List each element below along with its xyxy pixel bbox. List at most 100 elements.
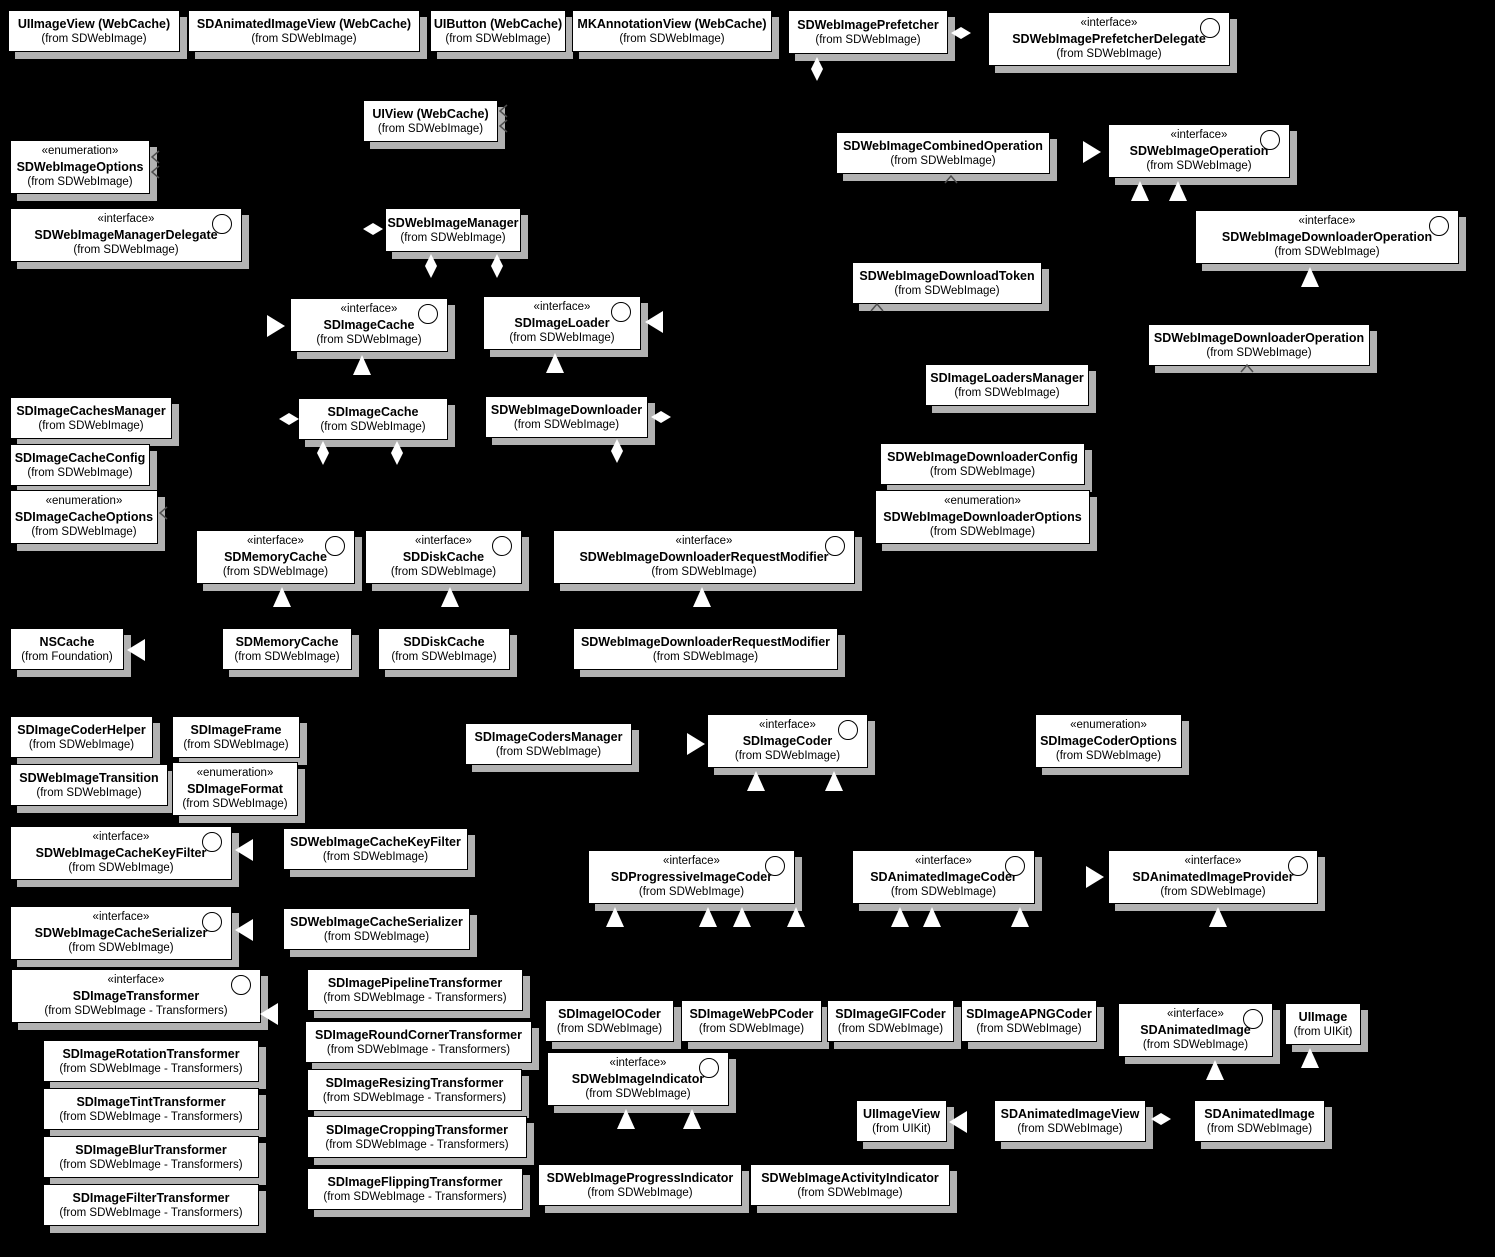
class-box-sdwebimagedownloaderrequestmodifier-interface[interactable]: «interface»SDWebImageDownloaderRequestMo… [553, 530, 855, 584]
class-box-sdimageloadersmanager[interactable]: SDImageLoadersManager(from SDWebImage) [925, 364, 1089, 406]
class-name: SDWebImageManagerDelegate [34, 228, 218, 242]
class-box-sdimagecachesmanager[interactable]: SDImageCachesManager(from SDWebImage) [10, 397, 172, 439]
class-box-sdanimatedimageview-webcache[interactable]: SDAnimatedImageView (WebCache)(from SDWe… [188, 10, 420, 52]
class-box-sdprogressiveimagecoder-interface[interactable]: «interface»SDProgressiveImageCoder(from … [588, 850, 795, 904]
class-box-sdmemorycache-interface[interactable]: «interface»SDMemoryCache(from SDWebImage… [196, 530, 355, 584]
class-box-sdmemorycache-class[interactable]: SDMemoryCache(from SDWebImage) [222, 628, 352, 670]
class-box-sdwebimageprogressindicator[interactable]: SDWebImageProgressIndicator(from SDWebIm… [538, 1164, 742, 1206]
class-box-sdanimatedimageprovider-interface[interactable]: «interface»SDAnimatedImageProvider(from … [1108, 850, 1318, 904]
class-box-uiimageview-uikit[interactable]: UIImageView(from UIKit) [856, 1100, 947, 1142]
class-box-sdanimatedimage-class[interactable]: SDAnimatedImage(from SDWebImage) [1194, 1100, 1325, 1142]
class-box-sddiskcache-interface[interactable]: «interface»SDDiskCache(from SDWebImage) [365, 530, 522, 584]
inheritance-arrow-icon [824, 770, 844, 792]
class-box-sdimagecoder-interface[interactable]: «interface»SDImageCoder(from SDWebImage) [707, 714, 868, 768]
class-box-sdimagecacheconfig[interactable]: SDImageCacheConfig(from SDWebImage) [10, 444, 150, 486]
class-box-uiview-webcache[interactable]: UIView (WebCache)(from SDWebImage) [363, 100, 498, 142]
class-package: (from SDWebImage) [1055, 750, 1162, 762]
class-name: SDWebImageProgressIndicator [546, 1170, 734, 1185]
inheritance-arrow-icon [1300, 1047, 1320, 1069]
class-box-sdanimatedimageview-class[interactable]: SDAnimatedImageView(from SDWebImage) [994, 1100, 1146, 1142]
class-box-sdwebimageactivityindicator[interactable]: SDWebImageActivityIndicator(from SDWebIm… [750, 1164, 950, 1206]
class-box-sdimageiocoder[interactable]: SDImageIOCoder(from SDWebImage) [545, 1000, 674, 1042]
class-name: SDWebImageTransition [19, 770, 159, 785]
class-box-sdwebimagedownloaderconfig[interactable]: SDWebImageDownloaderConfig(from SDWebIma… [880, 443, 1085, 485]
class-package: (from SDWebImage - Transformers) [44, 1005, 228, 1017]
class-box-sdwebimagedownloader[interactable]: SDWebImageDownloader(from SDWebImage) [485, 396, 648, 438]
class-box-sdimagecoderhelper[interactable]: SDImageCoderHelper(from SDWebImage) [10, 716, 153, 758]
class-box-sdwebimagecacheserializer-interface[interactable]: «interface»SDWebImageCacheSerializer(fro… [10, 906, 232, 960]
class-box-sdwebimageoptions[interactable]: «enumeration»SDWebImageOptions(from SDWe… [10, 140, 150, 194]
class-box-sdimagegifcoder[interactable]: SDImageGIFCoder(from SDWebImage) [827, 1000, 954, 1042]
class-box-sdwebimagedownloadtoken[interactable]: SDWebImageDownloadToken(from SDWebImage) [852, 262, 1042, 304]
stereotype-label: «interface» [915, 855, 972, 867]
class-box-sdwebimagedownloaderoperation-class[interactable]: SDWebImageDownloaderOperation(from SDWeb… [1148, 324, 1370, 366]
class-box-sdwebimagetransition[interactable]: SDWebImageTransition(from SDWebImage) [10, 764, 168, 806]
class-box-sdimagewebpcoder[interactable]: SDImageWebPCoder(from SDWebImage) [681, 1000, 822, 1042]
inheritance-arrow-icon [126, 638, 146, 662]
class-box-mkannotationview-webcache[interactable]: MKAnnotationView (WebCache)(from SDWebIm… [572, 10, 772, 52]
class-box-sdimagecache-interface[interactable]: «interface»SDImageCache(from SDWebImage) [290, 298, 448, 352]
interface-circle-icon [1260, 130, 1280, 150]
class-box-sdimagecroppingtransformer[interactable]: SDImageCroppingTransformer(from SDWebIma… [307, 1116, 527, 1158]
class-box-sdwebimageoperation[interactable]: «interface»SDWebImageOperation(from SDWe… [1108, 124, 1290, 178]
class-package: (from SDWebImage) [377, 122, 484, 135]
class-box-sdwebimagecachekeyfilter-interface[interactable]: «interface»SDWebImageCacheKeyFilter(from… [10, 826, 232, 880]
class-box-sdimageroundcornertransformer[interactable]: SDImageRoundCornerTransformer(from SDWeb… [305, 1021, 532, 1063]
class-box-sdimageformat[interactable]: «enumeration»SDImageFormat(from SDWebIma… [172, 762, 298, 816]
class-box-sdwebimageprefetcherdelegate[interactable]: «interface»SDWebImagePrefetcherDelegate(… [988, 12, 1230, 66]
class-box-sdimagepipelinetransformer[interactable]: SDImagePipelineTransformer(from SDWebIma… [307, 969, 523, 1011]
class-box-uibutton-webcache[interactable]: UIButton (WebCache)(from SDWebImage) [430, 10, 566, 52]
class-box-sdwebimagecombinedoperation[interactable]: SDWebImageCombinedOperation(from SDWebIm… [836, 132, 1050, 174]
class-box-sdanimatedimage-interface[interactable]: «interface»SDAnimatedImage(from SDWebIma… [1118, 1003, 1273, 1057]
class-name: SDWebImagePrefetcherDelegate [1012, 32, 1206, 46]
aggregation-diamond-icon [610, 438, 624, 464]
class-box-sdimagecodersmanager[interactable]: SDImageCodersManager(from SDWebImage) [465, 723, 632, 765]
class-box-sdimageflippingtransformer[interactable]: SDImageFlippingTransformer(from SDWebIma… [307, 1168, 523, 1210]
inheritance-arrow-icon [922, 906, 942, 928]
class-name: SDWebImageOptions [16, 160, 144, 174]
class-box-sdimageloader-interface[interactable]: «interface»SDImageLoader(from SDWebImage… [483, 296, 641, 350]
interface-circle-icon [1005, 856, 1025, 876]
class-box-sdimagetransformer-interface[interactable]: «interface»SDImageTransformer(from SDWeb… [11, 969, 261, 1023]
inheritance-arrow-icon [440, 586, 460, 608]
class-package: (from SDWebImage) [587, 1186, 693, 1199]
class-box-sdimageframe[interactable]: SDImageFrame(from SDWebImage) [172, 716, 300, 758]
class-box-uiimage[interactable]: UIImage(from UIKit) [1285, 1003, 1361, 1045]
class-name: SDWebImageActivityIndicator [761, 1170, 939, 1185]
class-box-sdwebimageindicator-interface[interactable]: «interface»SDWebImageIndicator(from SDWe… [547, 1052, 729, 1106]
class-box-sdimagecoderoptions[interactable]: «enumeration»SDImageCoderOptions(from SD… [1035, 714, 1182, 768]
class-box-sdwebimagecacheserializer-class[interactable]: SDWebImageCacheSerializer(from SDWebImag… [283, 908, 470, 950]
interface-circle-icon [202, 912, 222, 932]
class-box-sdwebimagemanager[interactable]: SDWebImageManager(from SDWebImage) [385, 208, 521, 252]
class-box-sdimageblurtransformer[interactable]: SDImageBlurTransformer(from SDWebImage -… [43, 1136, 259, 1178]
class-box-sddiskcache-class[interactable]: SDDiskCache(from SDWebImage) [378, 628, 510, 670]
class-box-sdwebimagemanagerdelegate[interactable]: «interface»SDWebImageManagerDelegate(fro… [10, 208, 242, 262]
class-box-sdimageapngcoder[interactable]: SDImageAPNGCoder(from SDWebImage) [961, 1000, 1097, 1042]
dependency-arrow-icon [870, 302, 884, 312]
class-box-sdimagerotationtransformer[interactable]: SDImageRotationTransformer(from SDWebIma… [43, 1040, 259, 1082]
class-package: (from SDWebImage) [1146, 160, 1252, 172]
class-box-sdwebimagecachekeyfilter-class[interactable]: SDWebImageCacheKeyFilter(from SDWebImage… [283, 828, 468, 870]
class-box-nscache[interactable]: NSCache(from Foundation) [10, 628, 124, 670]
class-box-sdimagecache-class[interactable]: SDImageCache(from SDWebImage) [298, 398, 448, 440]
interface-circle-icon [838, 720, 858, 740]
class-box-sdwebimagedownloaderrequestmodifier-class[interactable]: SDWebImageDownloaderRequestModifier(from… [573, 628, 838, 670]
inheritance-arrow-icon [1085, 865, 1105, 889]
inheritance-arrow-icon [698, 906, 718, 928]
class-name: UIImageView [863, 1106, 940, 1121]
class-package: (from SDWebImage) [638, 886, 745, 898]
stereotype-label: «interface» [340, 303, 398, 315]
class-box-sdimagetinttransformer[interactable]: SDImageTintTransformer(from SDWebImage -… [43, 1088, 259, 1130]
class-package: (from SDWebImage) [734, 750, 841, 762]
class-box-sdwebimageprefetcher[interactable]: SDWebImagePrefetcher(from SDWebImage) [788, 10, 948, 54]
class-name: UIImageView (WebCache) [17, 16, 171, 31]
class-box-uiimageview-webcache[interactable]: UIImageView (WebCache)(from SDWebImage) [8, 10, 180, 52]
class-box-sdimagefiltertransformer[interactable]: SDImageFilterTransformer(from SDWebImage… [43, 1184, 259, 1226]
class-box-sdimageresizingtransformer[interactable]: SDImageResizingTransformer(from SDWebIma… [307, 1069, 522, 1111]
class-package: (from SDWebImage) [495, 745, 602, 758]
class-box-sdwebimagedownloaderoptions[interactable]: «enumeration»SDWebImageDownloaderOptions… [875, 490, 1090, 544]
class-box-sdwebimagedownloaderoperation-interface[interactable]: «interface»SDWebImageDownloaderOperation… [1195, 210, 1459, 264]
class-box-sdimagecacheoptions[interactable]: «enumeration»SDImageCacheOptions(from SD… [10, 490, 158, 544]
class-package: (from SDWebImage) [391, 650, 497, 663]
class-box-sdanimatedimagecoder-interface[interactable]: «interface»SDAnimatedImageCoder(from SDW… [852, 850, 1035, 904]
